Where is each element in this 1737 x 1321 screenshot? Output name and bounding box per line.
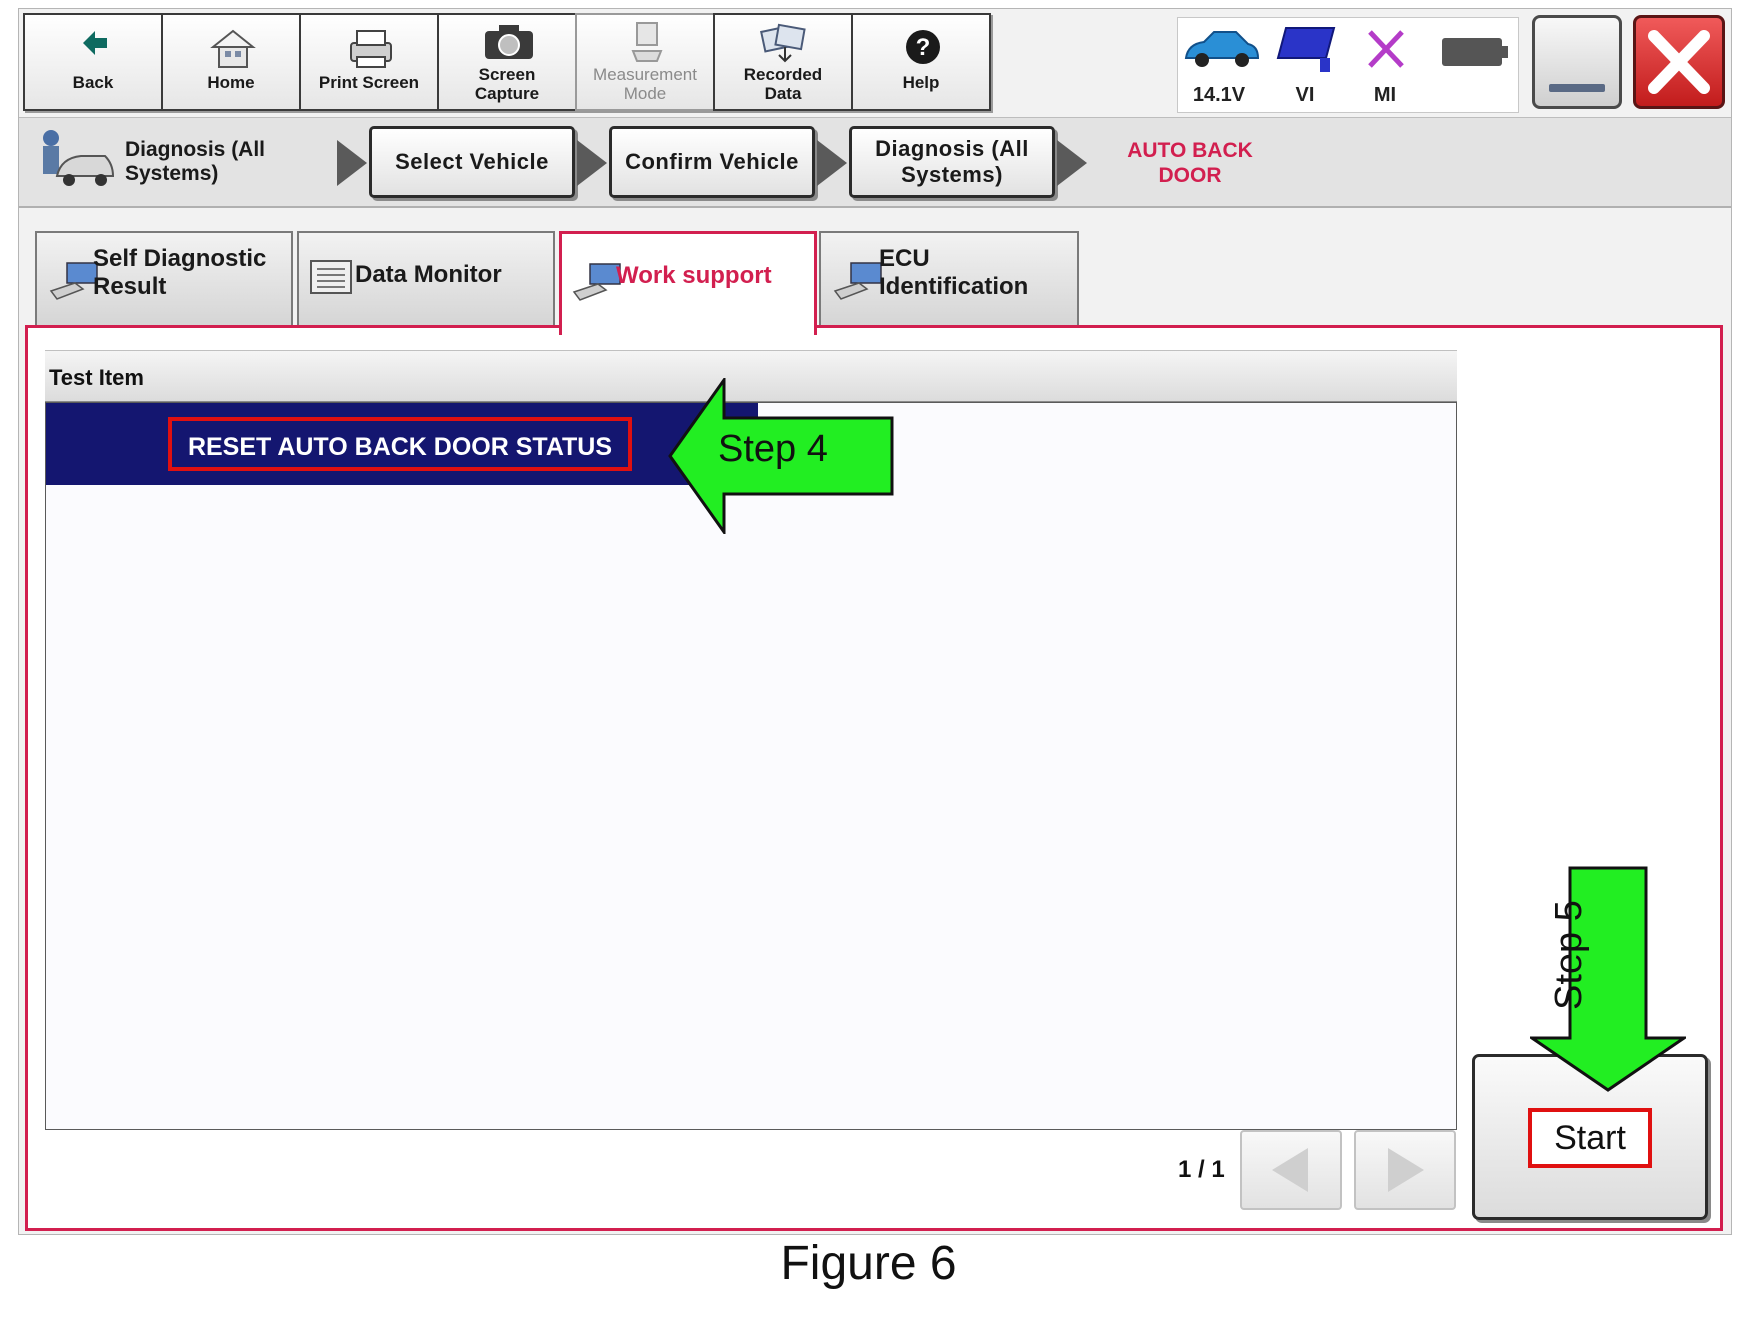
back-label: Back (72, 73, 114, 92)
next-page-button[interactable] (1354, 1130, 1456, 1210)
svg-text:?: ? (916, 34, 931, 61)
camera-icon (439, 21, 575, 63)
minimize-icon (1549, 84, 1605, 92)
battery-status-icon (1440, 34, 1510, 68)
measurement-icon (577, 21, 713, 63)
breadcrumb-arrow-icon (1057, 140, 1087, 186)
ecu-identification-icon (831, 261, 883, 308)
back-button[interactable]: Back (23, 13, 163, 111)
close-icon (1648, 30, 1710, 94)
home-icon (163, 27, 299, 69)
car-battery-icon (1180, 26, 1260, 76)
printer-icon (301, 27, 437, 69)
status-panel: 14.1V VI MI (1177, 17, 1519, 113)
help-button[interactable]: ? Help (851, 13, 991, 111)
test-item-list: RESET AUTO BACK DOOR STATUS (45, 402, 1457, 1130)
recorded-data-icon (715, 21, 851, 63)
mi-label: MI (1373, 84, 1397, 106)
print-screen-button[interactable]: Print Screen (299, 13, 439, 111)
page-indicator: 1 / 1 (1178, 1156, 1225, 1183)
home-label: Home (207, 73, 255, 92)
help-label: Help (902, 73, 940, 92)
technician-car-icon (27, 124, 115, 200)
back-arrow-icon (25, 27, 161, 69)
tab-data-monitor[interactable]: Data Monitor (297, 231, 555, 329)
home-button[interactable]: Home (161, 13, 301, 111)
voltage-label: 14.1V (1192, 84, 1246, 106)
step5-arrow-icon (1530, 866, 1686, 1092)
tab-label: Data Monitor (355, 261, 502, 288)
print-screen-label: Print Screen (318, 73, 420, 92)
highlight-box: RESET AUTO BACK DOOR STATUS (168, 417, 632, 471)
work-support-icon (570, 262, 622, 309)
vi-label: VI (1295, 84, 1315, 106)
self-diagnostic-icon (47, 261, 99, 308)
chevron-left-icon (1272, 1148, 1308, 1192)
list-item-selected[interactable]: RESET AUTO BACK DOOR STATUS (46, 403, 758, 485)
prev-page-button[interactable] (1240, 1130, 1342, 1210)
figure-caption: Figure 6 (780, 1237, 957, 1290)
tab-label: Work support (616, 262, 772, 289)
step4-arrow-icon (668, 378, 894, 534)
breadcrumb-arrow-icon (337, 140, 367, 186)
breadcrumb-arrow-icon (577, 140, 607, 186)
minimize-button[interactable] (1532, 15, 1622, 109)
tab-work-support[interactable]: Work support (559, 231, 817, 335)
close-button[interactable] (1633, 15, 1725, 109)
select-vehicle-button[interactable]: Select Vehicle (369, 126, 575, 198)
data-monitor-icon (309, 259, 353, 304)
test-item-header: Test Item (49, 365, 144, 390)
breadcrumb-arrow-icon (817, 140, 847, 186)
mi-disconnected-icon (1356, 26, 1416, 76)
start-button[interactable]: Start (1472, 1054, 1708, 1220)
step4-label: Step 4 (718, 428, 828, 470)
confirm-vehicle-button[interactable]: Confirm Vehicle (609, 126, 815, 198)
start-label: Start (1528, 1108, 1652, 1168)
help-icon: ? (853, 27, 989, 69)
vi-interface-icon (1272, 24, 1342, 78)
list-item-label: RESET AUTO BACK DOOR STATUS (187, 433, 613, 461)
chevron-right-icon (1388, 1148, 1424, 1192)
